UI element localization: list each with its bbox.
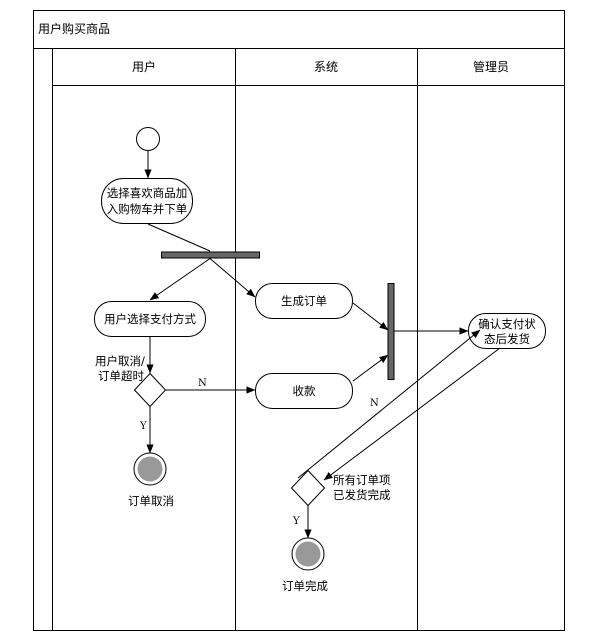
end-label-completed: 订单完成 xyxy=(282,579,328,593)
lane-header-system: 系统 xyxy=(314,60,338,74)
edge-fork-to-order xyxy=(209,258,256,298)
activity-generate-order-label: 生成订单 xyxy=(281,294,327,308)
edge-receive-to-join xyxy=(352,354,389,382)
condition-cancel-timeout-line2: 订单超时 xyxy=(98,369,144,383)
edge-select-to-fork xyxy=(147,223,211,252)
flow-label-n1: N xyxy=(198,378,207,389)
end-node-cancelled-core xyxy=(137,456,163,482)
fork-bar xyxy=(161,251,260,259)
end-node-completed-core xyxy=(295,541,321,567)
outer-border xyxy=(33,10,565,631)
activity-select-goods xyxy=(101,178,193,224)
activity-confirm-payment-line2: 态后发货 xyxy=(484,332,530,346)
activity-select-goods-line1: 选择喜欢商品加 xyxy=(107,186,188,200)
join-bar xyxy=(387,283,395,380)
activity-choose-payment xyxy=(94,301,206,337)
flow-label-n2: N xyxy=(370,398,379,409)
condition-all-shipped-line2: 已发货完成 xyxy=(333,488,391,502)
flow-label-y2: Y xyxy=(292,516,300,527)
lane-header-admin: 管理员 xyxy=(473,59,509,74)
decision-all-shipped xyxy=(290,469,326,507)
edge-order-to-join xyxy=(352,302,389,331)
activity-confirm-payment xyxy=(468,313,546,349)
condition-cancel-timeout-line1: 用户取消/ xyxy=(95,354,145,368)
lane-header-user: 用户 xyxy=(132,59,156,74)
activity-receive-payment xyxy=(255,373,353,409)
condition-all-shipped-line1: 所有订单项 xyxy=(333,473,391,487)
diagram-title: 用户购买商品 xyxy=(38,21,110,36)
edge-decision2-to-confirm xyxy=(297,329,481,479)
edge-fork-to-payment xyxy=(149,258,211,301)
activity-receive-payment-label: 收款 xyxy=(293,384,316,398)
edge-confirm-to-decision2 xyxy=(323,347,501,481)
end-label-cancelled: 订单取消 xyxy=(128,494,174,508)
diagram-frame xyxy=(33,10,565,631)
activity-confirm-payment-line1: 确认支付状 xyxy=(478,317,536,331)
flow-label-y1: Y xyxy=(139,421,147,432)
activity-generate-order xyxy=(255,283,353,319)
start-node xyxy=(136,127,160,151)
activity-choose-payment-label: 用户选择支付方式 xyxy=(104,312,196,326)
activity-select-goods-line2: 入购物车并下单 xyxy=(107,202,188,216)
